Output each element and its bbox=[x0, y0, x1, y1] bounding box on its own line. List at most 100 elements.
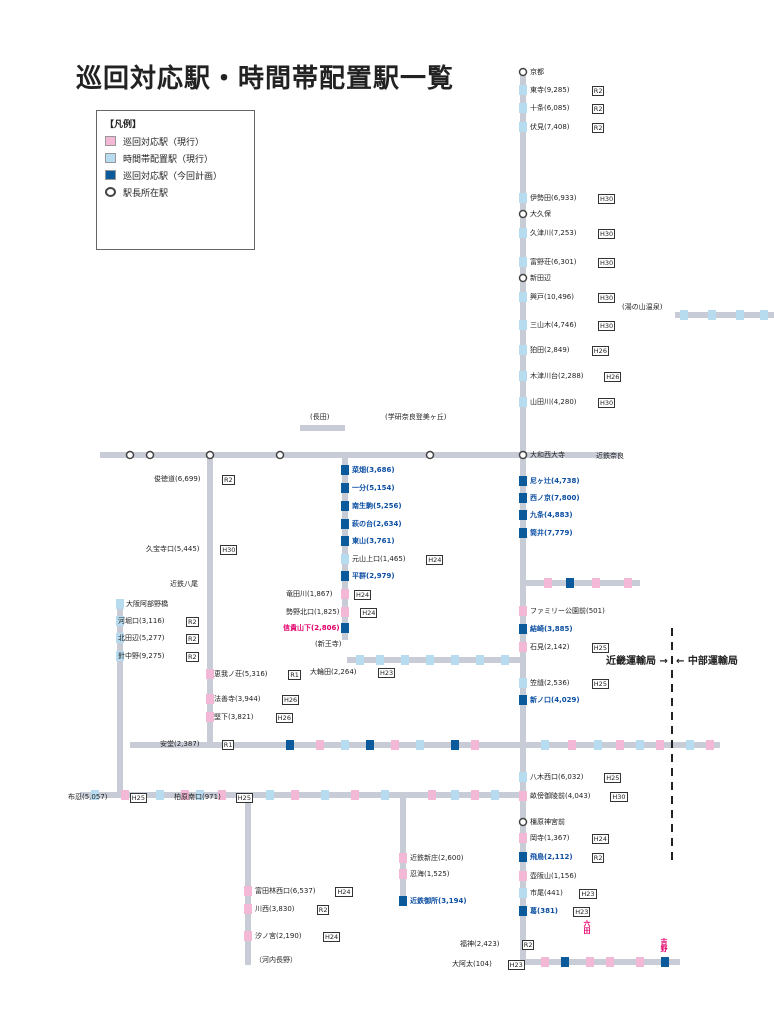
year-tag: H30 bbox=[598, 258, 616, 268]
station-marker bbox=[519, 791, 527, 801]
station-marker bbox=[321, 790, 329, 800]
station-label: 畝傍御陵前(4,043) bbox=[530, 792, 591, 800]
year-tag: H24 bbox=[323, 932, 341, 942]
station-marker bbox=[519, 906, 527, 916]
year-tag: H24 bbox=[354, 590, 372, 600]
station-marker bbox=[541, 957, 549, 967]
station-marker bbox=[341, 571, 349, 581]
station-marker bbox=[501, 655, 509, 665]
station-marker bbox=[341, 589, 349, 599]
station-label: 石見(2,142) bbox=[530, 643, 570, 651]
station-label: (新王寺) bbox=[315, 640, 342, 648]
station-master-icon bbox=[518, 273, 528, 283]
year-tag: H23 bbox=[378, 668, 396, 678]
station-marker bbox=[471, 740, 479, 750]
legend-label: 巡回対応駅（今回計画） bbox=[123, 171, 223, 182]
year-tag: R1 bbox=[221, 740, 235, 750]
station-marker bbox=[416, 740, 424, 750]
station-marker bbox=[519, 510, 527, 520]
legend-label: 時間帯配置駅（現行） bbox=[123, 154, 214, 165]
year-tag: H26 bbox=[275, 713, 293, 723]
year-tag: H24 bbox=[335, 887, 353, 897]
year-tag: H23 bbox=[507, 960, 525, 970]
station-label: 勢野北口(1,825) bbox=[286, 608, 340, 616]
legend-label: 駅長所在駅 bbox=[123, 188, 169, 199]
legend-item: 巡回対応駅（今回計画） bbox=[105, 169, 246, 182]
station-marker bbox=[156, 790, 164, 800]
year-tag: H30 bbox=[598, 321, 616, 331]
station-marker bbox=[624, 578, 632, 588]
station-label: 南生駒(5,256) bbox=[352, 502, 402, 510]
year-tag: R1 bbox=[288, 670, 301, 680]
station-marker bbox=[519, 678, 527, 688]
station-marker bbox=[519, 257, 527, 267]
station-marker bbox=[706, 740, 714, 750]
station-label: 十条(6,085) bbox=[530, 104, 570, 112]
station-marker bbox=[541, 740, 549, 750]
station-marker bbox=[519, 606, 527, 616]
station-marker bbox=[519, 695, 527, 705]
station-label: 東寺(9,285) bbox=[530, 86, 570, 94]
station-marker bbox=[561, 957, 569, 967]
station-marker bbox=[244, 886, 252, 896]
station-marker bbox=[519, 292, 527, 302]
legend-item: 駅長所在駅 bbox=[105, 186, 246, 199]
page-title: 巡回対応駅・時間帯配置駅一覧 bbox=[76, 64, 455, 94]
station-marker bbox=[206, 694, 214, 704]
year-tag: H30 bbox=[220, 545, 238, 555]
station-label: 柏原南口(971) bbox=[174, 793, 221, 801]
station-label: 伏見(7,408) bbox=[530, 123, 570, 131]
station-label: 近鉄御所(3,194) bbox=[410, 897, 467, 905]
station-master-icon bbox=[518, 817, 528, 827]
station-marker bbox=[351, 790, 359, 800]
station-marker bbox=[451, 790, 459, 800]
station-marker bbox=[196, 790, 204, 800]
station-label: 大阿太(104) bbox=[452, 960, 492, 968]
station-label: 汐ノ宮(2,190) bbox=[255, 932, 302, 940]
station-label: 西ノ京(7,800) bbox=[530, 494, 580, 502]
station-master-icon bbox=[275, 450, 285, 460]
station-marker bbox=[594, 740, 602, 750]
station-label: 京都 bbox=[530, 68, 544, 76]
station-marker bbox=[519, 85, 527, 95]
year-tag: H25 bbox=[235, 793, 253, 803]
station-marker bbox=[451, 655, 459, 665]
station-label: 布忍(5,057) bbox=[68, 793, 108, 801]
station-label: 六田 bbox=[583, 920, 591, 934]
station-label: 久津川(7,253) bbox=[530, 229, 577, 237]
station-label: 新田辺 bbox=[530, 274, 551, 282]
year-tag: R2 bbox=[591, 853, 605, 863]
station-marker bbox=[116, 651, 124, 661]
station-master-icon bbox=[425, 450, 435, 460]
station-label: 富田林西口(6,537) bbox=[255, 887, 316, 895]
station-marker bbox=[519, 493, 527, 503]
station-marker bbox=[519, 193, 527, 203]
station-label: 福神(2,423) bbox=[460, 940, 500, 948]
station-marker bbox=[399, 869, 407, 879]
station-markers bbox=[91, 67, 768, 967]
station-master-icon bbox=[125, 450, 135, 460]
year-tag: H30 bbox=[598, 398, 616, 408]
station-marker bbox=[519, 888, 527, 898]
year-tag: R2 bbox=[591, 123, 605, 133]
year-tag: R2 bbox=[591, 86, 605, 96]
station-marker bbox=[399, 853, 407, 863]
station-marker bbox=[376, 655, 384, 665]
year-tag: H25 bbox=[129, 793, 147, 803]
station-label: 岡寺(1,367) bbox=[530, 834, 570, 842]
station-marker bbox=[116, 599, 124, 609]
station-marker bbox=[316, 740, 324, 750]
chubu-bureau-label: ← 中部運輸局 bbox=[676, 656, 738, 667]
station-marker bbox=[341, 554, 349, 564]
station-marker bbox=[661, 957, 669, 967]
station-label: 近鉄新庄(2,600) bbox=[410, 854, 464, 862]
station-marker bbox=[519, 122, 527, 132]
station-marker bbox=[680, 310, 688, 320]
station-marker bbox=[519, 528, 527, 538]
station-marker bbox=[476, 655, 484, 665]
legend-item: 巡回対応駅（現行） bbox=[105, 135, 246, 148]
station-marker bbox=[121, 790, 129, 800]
station-label: 葛(381) bbox=[530, 907, 559, 915]
station-marker bbox=[341, 740, 349, 750]
station-label: (学研奈良登美ヶ丘) bbox=[385, 413, 447, 421]
